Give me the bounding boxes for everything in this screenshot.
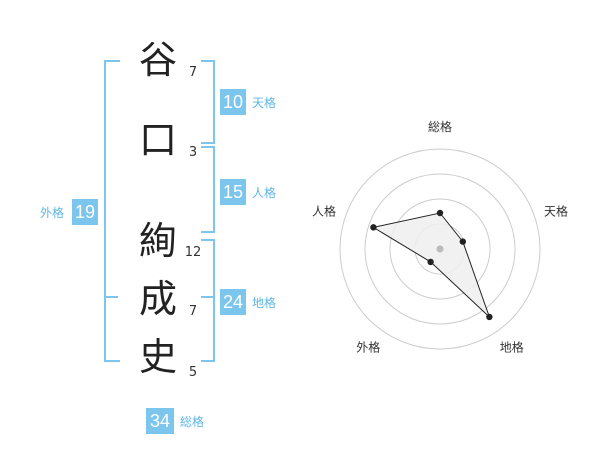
radar-grid-ring-2 (389, 198, 491, 300)
radar-axis-label-4: 外格 (356, 340, 380, 355)
radar-data-polygon (372, 212, 490, 318)
jinkaku-value-box: 15 (220, 179, 246, 205)
soukaku-label: 総格 (180, 415, 205, 429)
tenkaku-bracket (201, 60, 215, 144)
radar-center-dot (436, 245, 444, 253)
radar-grid-ring-3 (364, 173, 516, 325)
gaikaku-bracket (104, 60, 120, 362)
name-char-3: 絢 (138, 219, 177, 263)
radar-axis-label-2: 天格 (544, 203, 568, 218)
tenkaku-value-box: 10 (220, 89, 246, 115)
stroke-count-5: 5 (188, 365, 198, 380)
jinkaku-bracket (201, 146, 215, 233)
name-char-1: 谷 (138, 38, 177, 82)
radar-axis-label-1: 総格 (428, 119, 452, 134)
radar-axis-label-3: 地格 (500, 340, 524, 355)
radar-point-3 (486, 313, 493, 321)
stroke-count-4: 7 (188, 304, 198, 319)
radar-grid-ring-4 (339, 148, 541, 350)
name-char-4: 成 (138, 277, 177, 321)
stroke-count-3: 12 (184, 245, 202, 260)
soukaku-value-box: 34 (146, 408, 174, 434)
radar-axis-label-5: 人格 (312, 203, 336, 218)
chikaku-label: 地格 (252, 296, 277, 310)
name-char-5: 史 (138, 335, 177, 379)
radar-point-2 (459, 238, 467, 245)
radar-point-5 (370, 224, 377, 231)
gaikaku-value-box: 19 (72, 199, 98, 225)
stroke-count-1: 7 (188, 65, 198, 80)
radar-point-1 (436, 209, 444, 217)
stroke-count-2: 3 (188, 145, 198, 160)
jinkaku-label: 人格 (252, 186, 277, 200)
chikaku-value-box: 24 (220, 289, 246, 315)
gaikaku-inner-tick (104, 296, 118, 298)
chikaku-bracket (201, 239, 215, 362)
name-char-2: 口 (138, 118, 177, 162)
radar-point-4 (427, 258, 434, 266)
chikaku-inner-tick (201, 296, 213, 298)
tenkaku-label: 天格 (252, 96, 277, 110)
gaikaku-label: 外格 (40, 206, 65, 220)
